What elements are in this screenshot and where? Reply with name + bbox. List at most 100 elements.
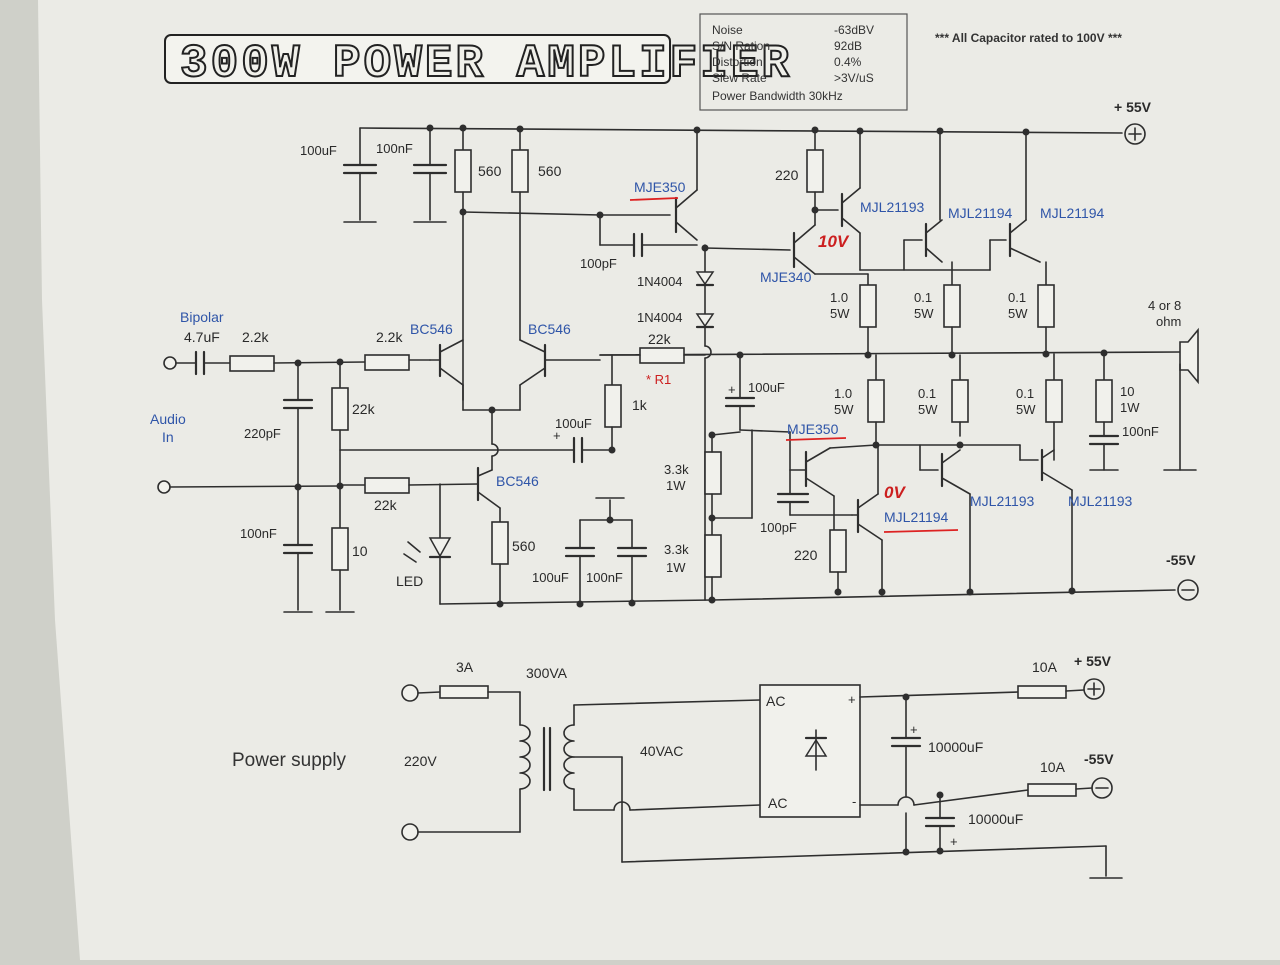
power-supply-label: Power supply [232, 750, 347, 771]
resistor-label: 560 [538, 163, 562, 179]
resistor-label: 0.1 [918, 386, 936, 401]
input-label: Bipolar [180, 309, 224, 325]
wire [941, 449, 961, 464]
wire [439, 367, 464, 386]
polarity-mark: + [728, 382, 736, 397]
junction [936, 127, 944, 135]
junction [872, 441, 880, 449]
resistor-label: 5W [830, 306, 850, 321]
resistor-label: 5W [914, 306, 934, 321]
wire [629, 804, 761, 811]
junction [496, 600, 504, 608]
negative-terminal-icon [1177, 579, 1199, 601]
supply-negative-label: -55V [1084, 751, 1114, 767]
resistor-label: 22k [352, 401, 376, 417]
resistor [604, 384, 622, 428]
wire [739, 429, 791, 433]
junction [966, 588, 974, 596]
wire [573, 699, 761, 706]
mains-terminal-icon[interactable] [401, 684, 419, 702]
junction [426, 124, 434, 132]
wire [675, 221, 698, 241]
junction [608, 446, 616, 454]
junction [856, 127, 864, 135]
wire [829, 444, 877, 449]
supply-positive-label: + 55V [1074, 653, 1112, 669]
spec-value: >3V/uS [834, 71, 874, 85]
polarity-mark: + [950, 834, 958, 849]
diode-label: 1N4004 [637, 274, 683, 289]
resistor-label: 10 [1120, 384, 1134, 399]
mains-terminal-icon[interactable] [401, 823, 419, 841]
wire [477, 469, 493, 477]
spec-label: Distortion [712, 55, 763, 69]
resistor-label: 220 [794, 547, 818, 563]
underline-mark [629, 197, 679, 201]
resistor-label: 220 [775, 167, 799, 183]
wire [273, 361, 366, 364]
junction [708, 431, 716, 439]
resistor-label: 560 [478, 163, 502, 179]
resistor [1045, 379, 1063, 423]
wire [711, 431, 741, 436]
wire [925, 219, 943, 234]
cap-label: 100nF [376, 141, 413, 156]
transistor-label: MJL21194 [884, 509, 949, 525]
fuse-icon [1027, 783, 1077, 797]
wire [519, 339, 546, 353]
wire [913, 789, 1029, 806]
resistor-label: 3.3k [664, 542, 689, 557]
resistor [511, 149, 529, 193]
wire [477, 491, 501, 509]
wire [841, 187, 861, 204]
resistor-label: 2.2k [242, 329, 269, 345]
fuse-label: 10A [1032, 659, 1058, 675]
wire [1009, 219, 1027, 234]
cap-label: 4.7uF [184, 329, 220, 345]
input-terminal-icon[interactable] [163, 356, 177, 370]
input-label: In [162, 429, 174, 445]
wire [675, 189, 698, 209]
junction [864, 351, 872, 359]
resistor-label: 0.1 [1016, 386, 1034, 401]
junction [459, 124, 467, 132]
ground-terminal-icon[interactable] [157, 480, 171, 494]
resistor-label: 5W [1008, 306, 1028, 321]
wire [859, 691, 1019, 698]
cap-label: 220pF [244, 426, 281, 441]
ground-wire [621, 845, 1107, 863]
resistor-label: 1W [666, 560, 686, 575]
wire-crossover [491, 443, 499, 457]
resistor [704, 534, 722, 578]
transistor-label: BC546 [528, 321, 571, 337]
resistor-label: 1.0 [830, 290, 848, 305]
wire [169, 485, 341, 488]
resistor-label: 2.2k [376, 329, 403, 345]
resistor [639, 347, 685, 364]
bridge-ac-label: AC [768, 795, 787, 811]
resistor-label: 22k [648, 331, 672, 347]
resistor-label: 560 [512, 538, 536, 554]
positive-rail-wire [359, 127, 1123, 134]
transformer-primary-icon [519, 724, 531, 790]
wire [1075, 787, 1093, 790]
junction [956, 441, 964, 449]
junction [606, 516, 614, 524]
wire [793, 224, 816, 244]
positive-rail-label: + 55V [1114, 99, 1152, 115]
resistor [867, 379, 885, 423]
transistor-label: MJL21194 [948, 205, 1013, 221]
cap-label: 100nF [586, 570, 623, 585]
resistor [943, 284, 961, 328]
junction [902, 848, 910, 856]
speaker-label: ohm [1156, 314, 1181, 329]
wire [925, 247, 943, 263]
transistor-label: BC546 [410, 321, 453, 337]
resistor-label: 5W [1016, 402, 1036, 417]
resistor-label: 5W [834, 402, 854, 417]
transistor-label: MJE340 [760, 269, 812, 285]
junction [811, 206, 819, 214]
junction [294, 483, 302, 491]
junction [701, 244, 709, 252]
